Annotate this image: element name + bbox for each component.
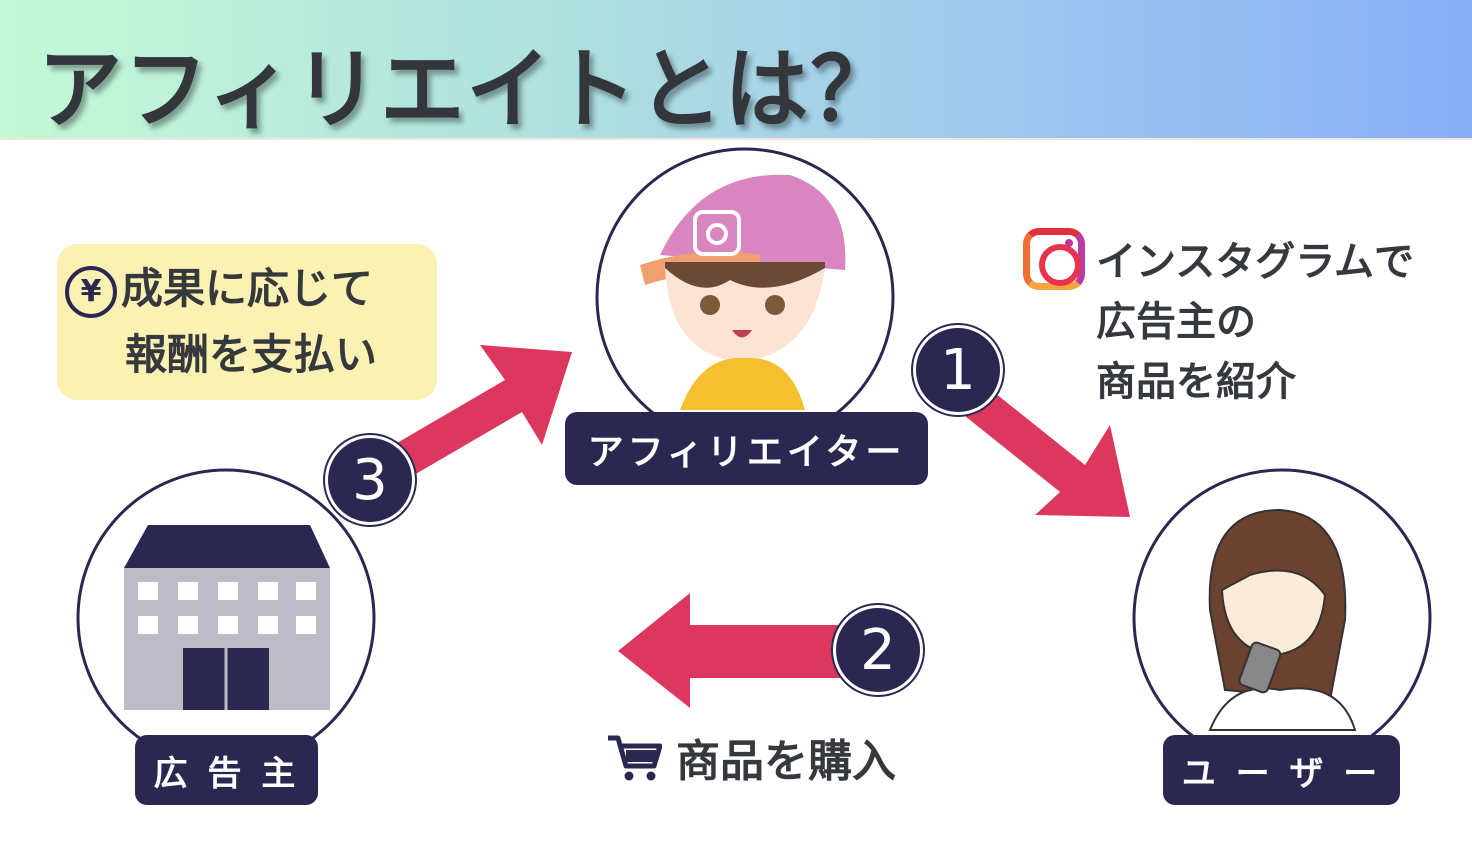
introduce-line-2: 広告主の — [1096, 299, 1256, 345]
affiliator-illustration — [640, 174, 846, 410]
cart-icon — [608, 735, 662, 781]
introduce-line-3: 商品を紹介 — [1096, 359, 1296, 405]
advertiser-building-illustration — [124, 525, 330, 710]
reward-note: ¥成果に応じて 報酬を支払い — [57, 244, 437, 400]
yen-icon: ¥ — [65, 265, 117, 318]
step-badge-2: 2 — [833, 605, 923, 695]
affiliator-label: アフィリエイター — [565, 412, 928, 485]
arrow-step-2 — [618, 593, 840, 708]
step-badge-1: 1 — [913, 325, 1003, 415]
reward-line-2: 報酬を支払い — [125, 330, 378, 379]
arrow-step-3 — [385, 345, 572, 482]
introduce-line-1: インスタグラムで — [1096, 239, 1414, 285]
step-badge-3: 3 — [325, 435, 415, 525]
user-label: ユ ー ザ ー — [1163, 735, 1400, 805]
purchase-text: 商品を購入 — [676, 736, 896, 787]
page-title: アフィリエイトとは？ — [38, 37, 897, 141]
introduce-note: インスタグラムで 広告主の 商品を紹介 — [1096, 232, 1414, 412]
purchase-note: 商品を購入 — [606, 725, 896, 789]
arrow-step-1 — [960, 385, 1130, 517]
reward-line-1: 成果に応じて — [121, 264, 374, 313]
header-banner: アフィリエイトとは？ — [0, 0, 1472, 141]
instagram-icon — [1023, 228, 1085, 290]
user-illustration — [1208, 508, 1357, 731]
advertiser-label: 広 告 主 — [135, 735, 318, 805]
